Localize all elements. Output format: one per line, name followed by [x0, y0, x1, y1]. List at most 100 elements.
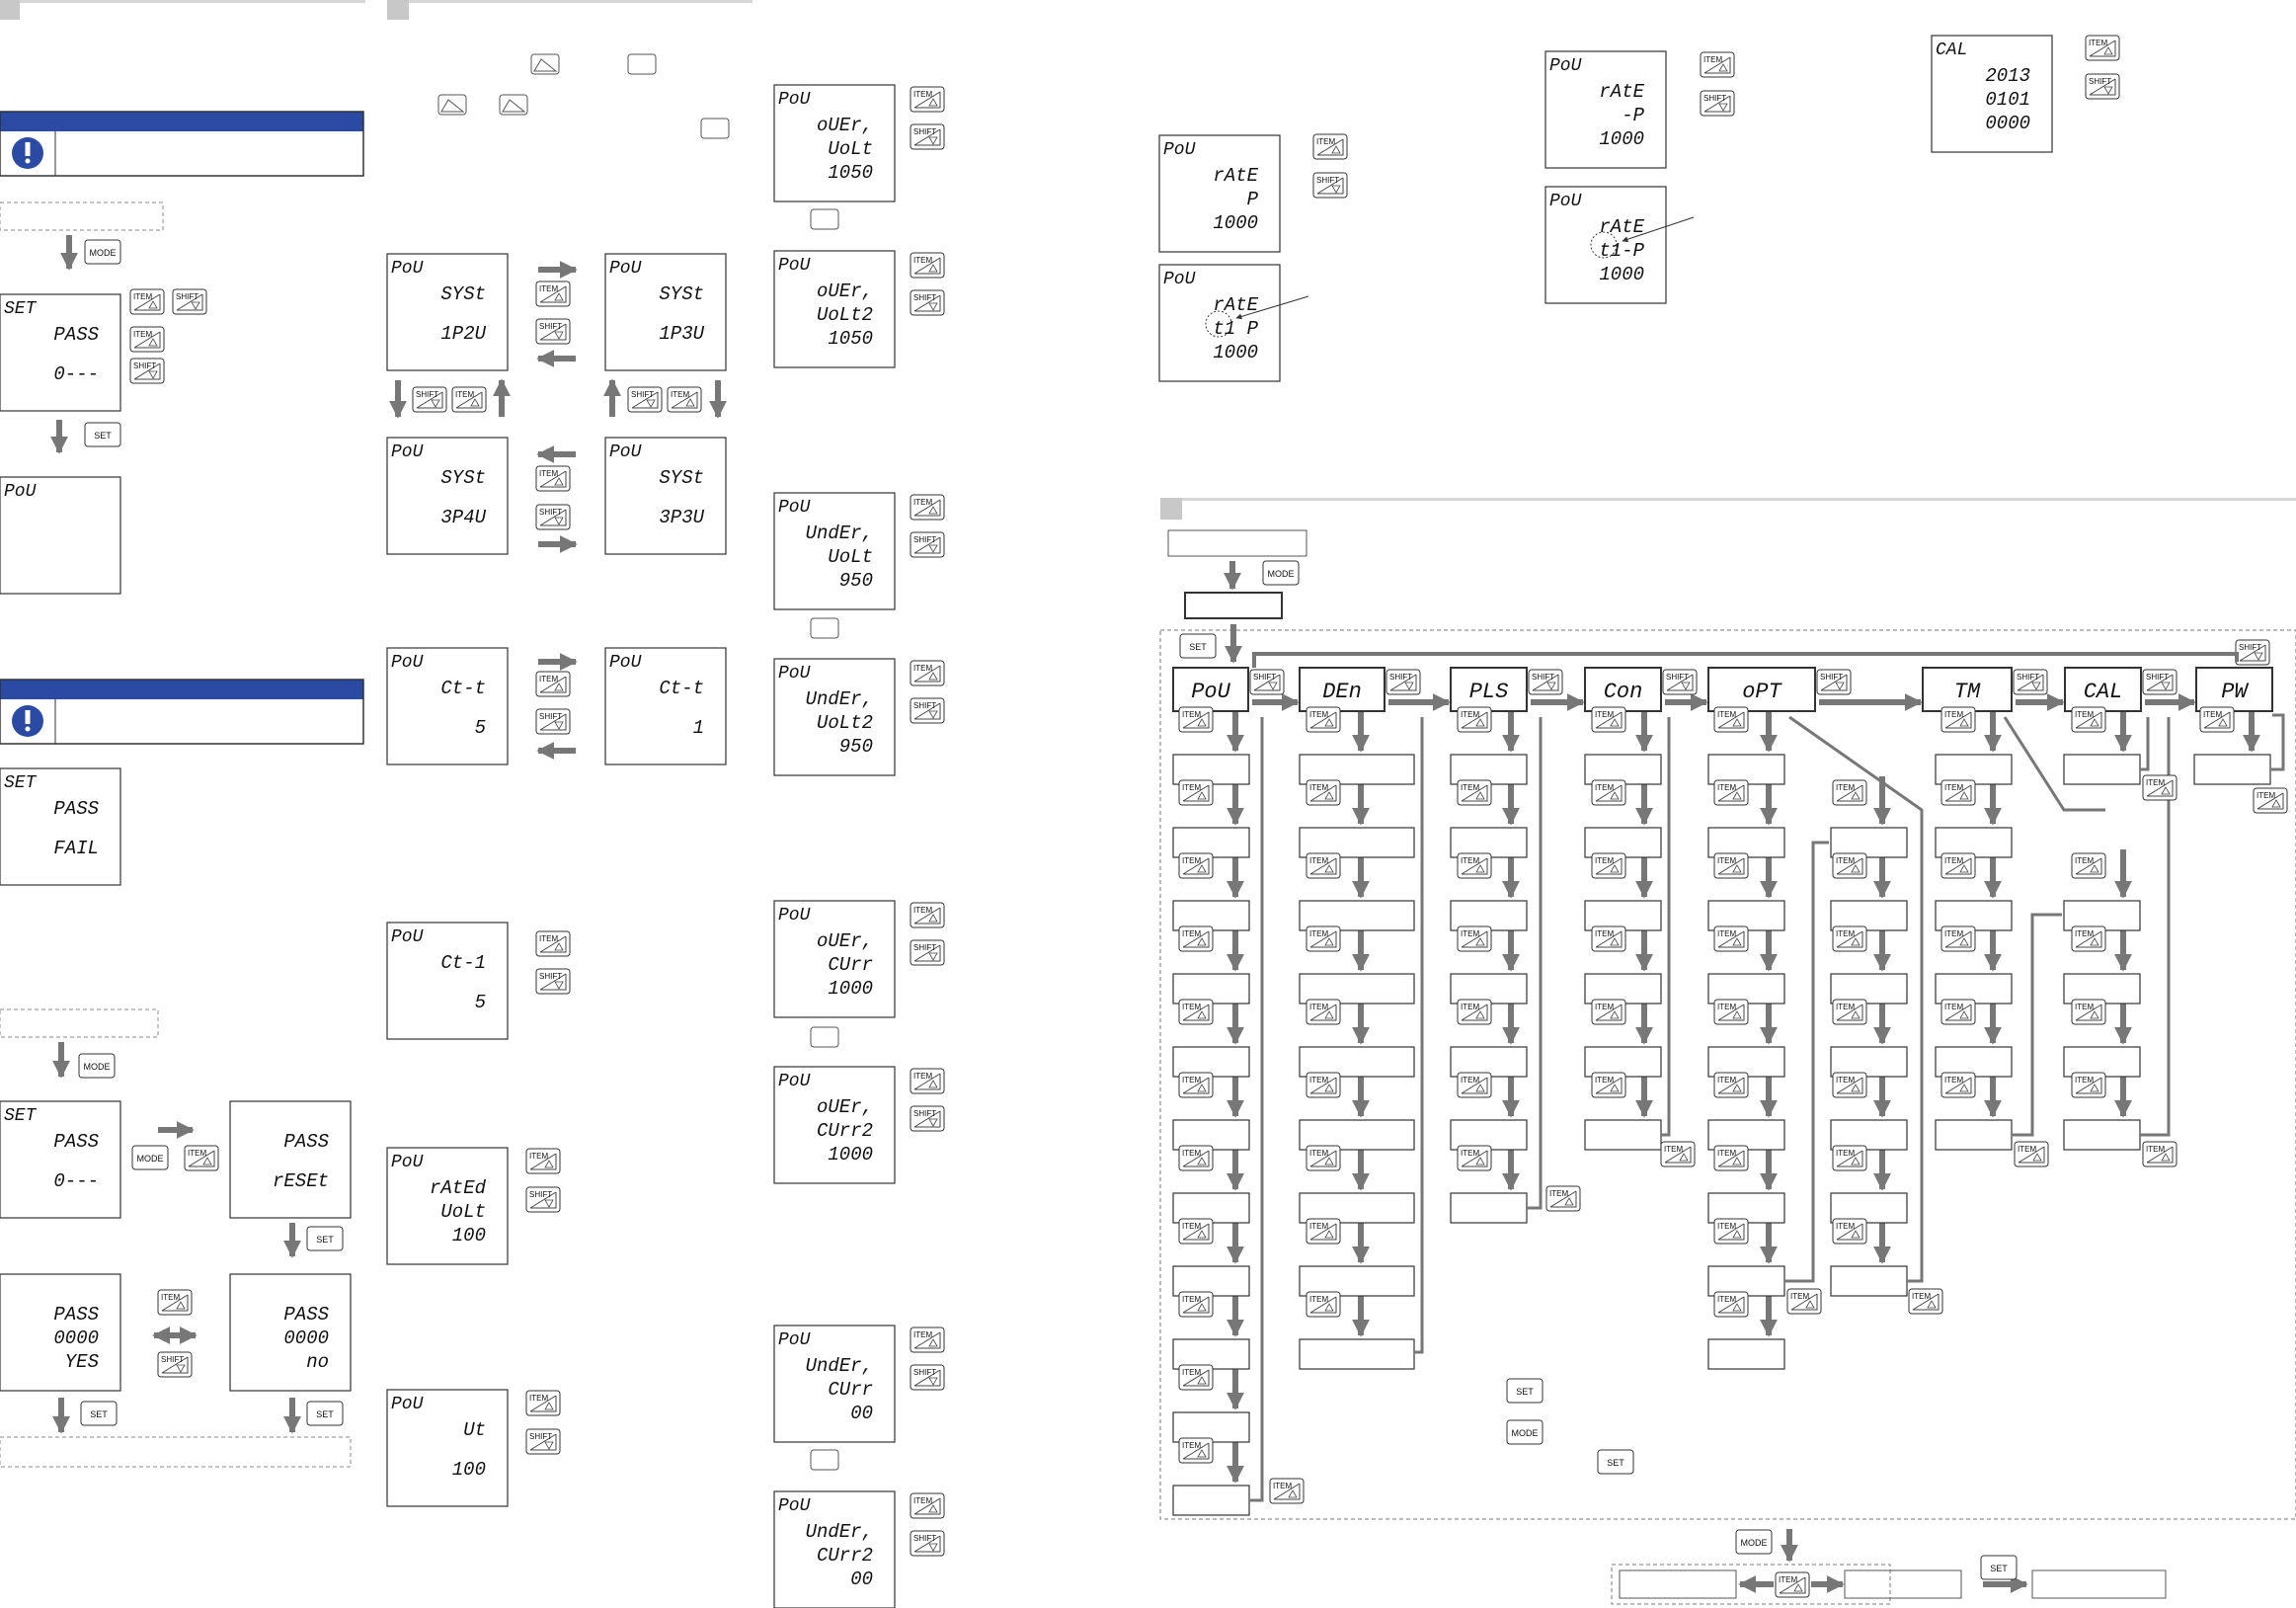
key-label: ITEM: [1779, 1575, 1797, 1584]
key-label: ITEM: [2146, 1145, 2165, 1154]
key-label: SET: [94, 431, 112, 441]
key-label: ITEM: [1836, 783, 1855, 792]
lcd-line: 5: [475, 717, 486, 739]
lcd-line: PASS: [53, 1131, 99, 1153]
item-key-icon: ITEM: [1908, 1288, 1943, 1315]
key-label: ITEM: [1309, 929, 1328, 938]
key-label: ITEM: [1309, 1149, 1328, 1158]
item-key-icon: ITEM: [129, 288, 165, 315]
key-label: MODE: [1268, 569, 1295, 579]
menu-item-opt: oPT: [1707, 667, 1816, 712]
lcd-line: rAtE: [1599, 81, 1644, 103]
key-label: ITEM: [1717, 1003, 1736, 1011]
key-label: ITEM: [1182, 1368, 1201, 1377]
menu-item-tm: TM: [1922, 667, 2013, 712]
key-label: SHIFT: [2239, 643, 2261, 652]
key-label: ITEM: [671, 390, 689, 399]
key-label: ITEM: [1182, 856, 1201, 865]
set-key: SET: [80, 1401, 118, 1426]
item-key-icon: ITEM: [1940, 925, 1976, 952]
item-key-icon: ITEM: [1457, 779, 1492, 806]
lcd-line: 1000: [1599, 128, 1644, 150]
key-label: ITEM: [1836, 929, 1855, 938]
mode-key: MODE: [131, 1145, 169, 1170]
blank-key-icon: [810, 1449, 839, 1471]
lcd-line: 1000: [1599, 264, 1644, 285]
key-label: SHIFT: [913, 535, 936, 544]
lcd-line: 0000: [53, 1327, 99, 1349]
key-label: ITEM: [913, 1072, 932, 1081]
menu-sub-box: [1450, 1192, 1528, 1224]
item-key-icon: ITEM: [1269, 1478, 1305, 1504]
item-key-icon: ITEM: [1660, 1141, 1696, 1167]
shift-key-icon: SHIFT: [1312, 172, 1348, 199]
item-key-icon: ITEM: [535, 930, 571, 957]
lcd-line: PASS: [53, 798, 99, 820]
dashed-placeholders: [0, 201, 352, 1468]
shift-key-icon: SHIFT: [1249, 669, 1285, 695]
item-key-icon: ITEM: [2014, 1141, 2049, 1167]
key-label: ITEM: [2203, 710, 2222, 719]
menu-sub-box: [1830, 1265, 1908, 1297]
key-label: ITEM: [1836, 1222, 1855, 1231]
menu-sub-box: [1172, 1265, 1250, 1297]
menu-sub-box: [1707, 1192, 1785, 1224]
shift-key-icon: SHIFT: [1700, 90, 1735, 117]
shift-key-icon: SHIFT: [412, 386, 447, 413]
key-label: ITEM: [539, 284, 558, 293]
key-label: ITEM: [913, 498, 932, 507]
menu-sub-box: [1935, 754, 2013, 785]
shift-key-icon: SHIFT: [910, 1364, 945, 1391]
key-label: ITEM: [1717, 1295, 1736, 1304]
item-key-icon: ITEM: [1591, 852, 1626, 879]
lcd-line: UoLt2: [817, 304, 873, 326]
key-label: SHIFT: [529, 1190, 552, 1199]
key-label: ITEM: [1309, 710, 1328, 719]
key-label: ITEM: [1461, 1149, 1479, 1158]
lcd-line: 1050: [828, 328, 873, 350]
menu-label: oPT: [1742, 680, 1782, 704]
item-key-icon: ITEM: [2085, 35, 2120, 61]
key-label: ITEM: [539, 934, 558, 943]
key-label: ITEM: [455, 390, 474, 399]
lcd-label: PoU: [778, 664, 811, 683]
lcd-line: 2013: [1985, 65, 2030, 87]
lcd-label: PoU: [391, 1395, 424, 1414]
menu-sub-box: [2193, 754, 2271, 785]
shift-key-icon: SHIFT: [535, 968, 571, 995]
item-key-icon: ITEM: [2071, 852, 2106, 879]
menu-sub-box: [1584, 754, 1662, 785]
item-key-icon: ITEM: [1832, 1072, 1867, 1098]
key-label: ITEM: [1309, 1295, 1328, 1304]
lcd-line: oUEr,: [817, 930, 873, 952]
key-label: SHIFT: [631, 390, 654, 399]
menu-sub-box: [1172, 827, 1250, 858]
item-key-icon: ITEM: [667, 386, 702, 413]
return-line: [1414, 717, 1424, 1354]
item-key-icon: ITEM: [1713, 1072, 1749, 1098]
key-label: SHIFT: [539, 712, 562, 721]
key-label: ITEM: [1944, 710, 1963, 719]
item-key-icon: ITEM: [2142, 1141, 2177, 1167]
key-label: SHIFT: [1820, 673, 1843, 682]
key-label: SHIFT: [1666, 673, 1689, 682]
lcd-label: PoU: [778, 90, 811, 110]
menu-sub-box: [1450, 754, 1528, 785]
lcd-line: oUEr,: [817, 115, 873, 136]
key-label: ITEM: [1912, 1292, 1931, 1301]
menu-sub-box: [1299, 1265, 1415, 1297]
key-label: SHIFT: [1703, 94, 1726, 103]
menu-sub-box: [1299, 754, 1415, 785]
shift-key-icon: SHIFT: [627, 386, 663, 413]
menu-label: CAL: [2084, 680, 2123, 704]
item-key-icon: ITEM: [1713, 852, 1749, 879]
shift-key-icon: SHIFT: [1662, 669, 1698, 695]
menu-sub-box: [2063, 754, 2141, 785]
item-key-icon: ITEM: [1591, 999, 1626, 1025]
key-label: ITEM: [1664, 1145, 1683, 1154]
item-key-icon: ITEM: [1940, 1072, 1976, 1098]
